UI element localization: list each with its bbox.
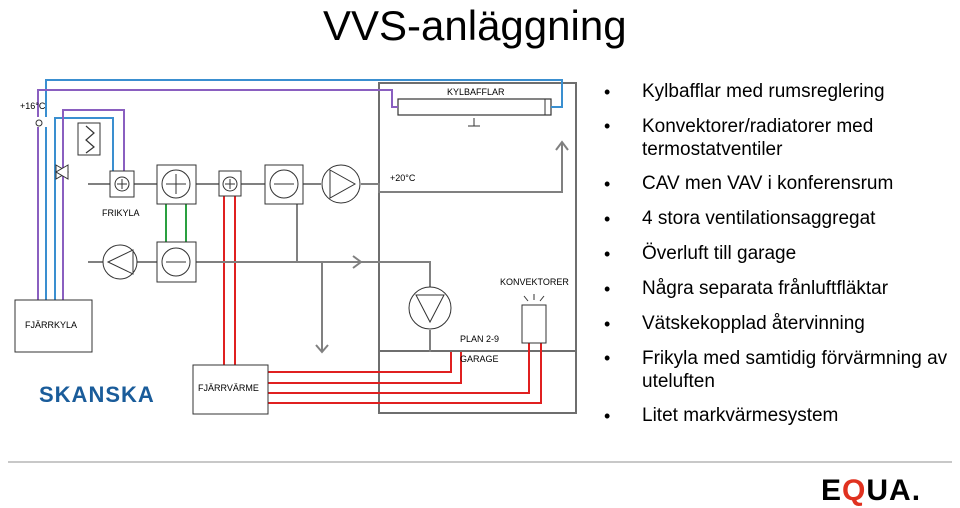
indoor-temp-label: +20°C <box>390 173 416 183</box>
garage-label: GARAGE <box>460 354 499 364</box>
air-ducts <box>88 140 569 354</box>
list-item: Frikyla med samtidig förvärmning av utel… <box>604 347 954 393</box>
kylbafflar-unit <box>397 98 552 116</box>
outdoor-temp-label: +16°C <box>20 101 46 111</box>
equa-logo-part: UA. <box>866 474 922 507</box>
building-outline <box>378 82 577 414</box>
footer-divider <box>8 461 952 463</box>
heat-rays-icon <box>523 294 545 302</box>
skanska-logo: SKANSKA <box>39 382 155 407</box>
temp-sensor-icon <box>35 119 43 127</box>
exchanger-link <box>165 204 187 242</box>
fjarrkyla-label: FJÄRRKYLA <box>25 320 77 330</box>
cold-return-pipes <box>37 89 398 300</box>
hot-pipes <box>223 196 542 404</box>
list-item: Överluft till garage <box>604 242 954 266</box>
page-title: VVS-anläggning <box>323 2 627 49</box>
equa-logo: EQUA. <box>821 474 921 508</box>
frikyla-label: FRIKYLA <box>102 208 140 218</box>
list-item: Vätskekopplad återvinning <box>604 312 954 336</box>
fjarrvarme-box <box>192 364 269 415</box>
list-item: CAV men VAV i konferensrum <box>604 172 954 196</box>
kylbafflar-label: KYLBAFFLAR <box>447 87 505 97</box>
plan-label: PLAN 2-9 <box>460 334 499 344</box>
fjarrvarme-label: FJÄRRVÄRME <box>198 383 259 393</box>
list-item: 4 stora ventilationsaggregat <box>604 207 954 231</box>
equa-logo-part: E <box>821 474 843 507</box>
equa-logo-q: Q <box>842 474 867 507</box>
cold-supply-pipes <box>45 79 563 300</box>
feature-list: Kylbafflar med rumsreglering Konvektorer… <box>604 80 954 439</box>
list-item: Några separata frånluftfläktar <box>604 277 954 301</box>
fjarrkyla-box <box>14 299 93 353</box>
list-item: Konvektorer/radiatorer med termostatvent… <box>604 115 954 161</box>
list-item: Litet markvärmesystem <box>604 404 954 428</box>
list-item: Kylbafflar med rumsreglering <box>604 80 954 104</box>
konvektorer-label: KONVEKTORER <box>500 277 569 287</box>
convector-unit <box>521 304 547 344</box>
